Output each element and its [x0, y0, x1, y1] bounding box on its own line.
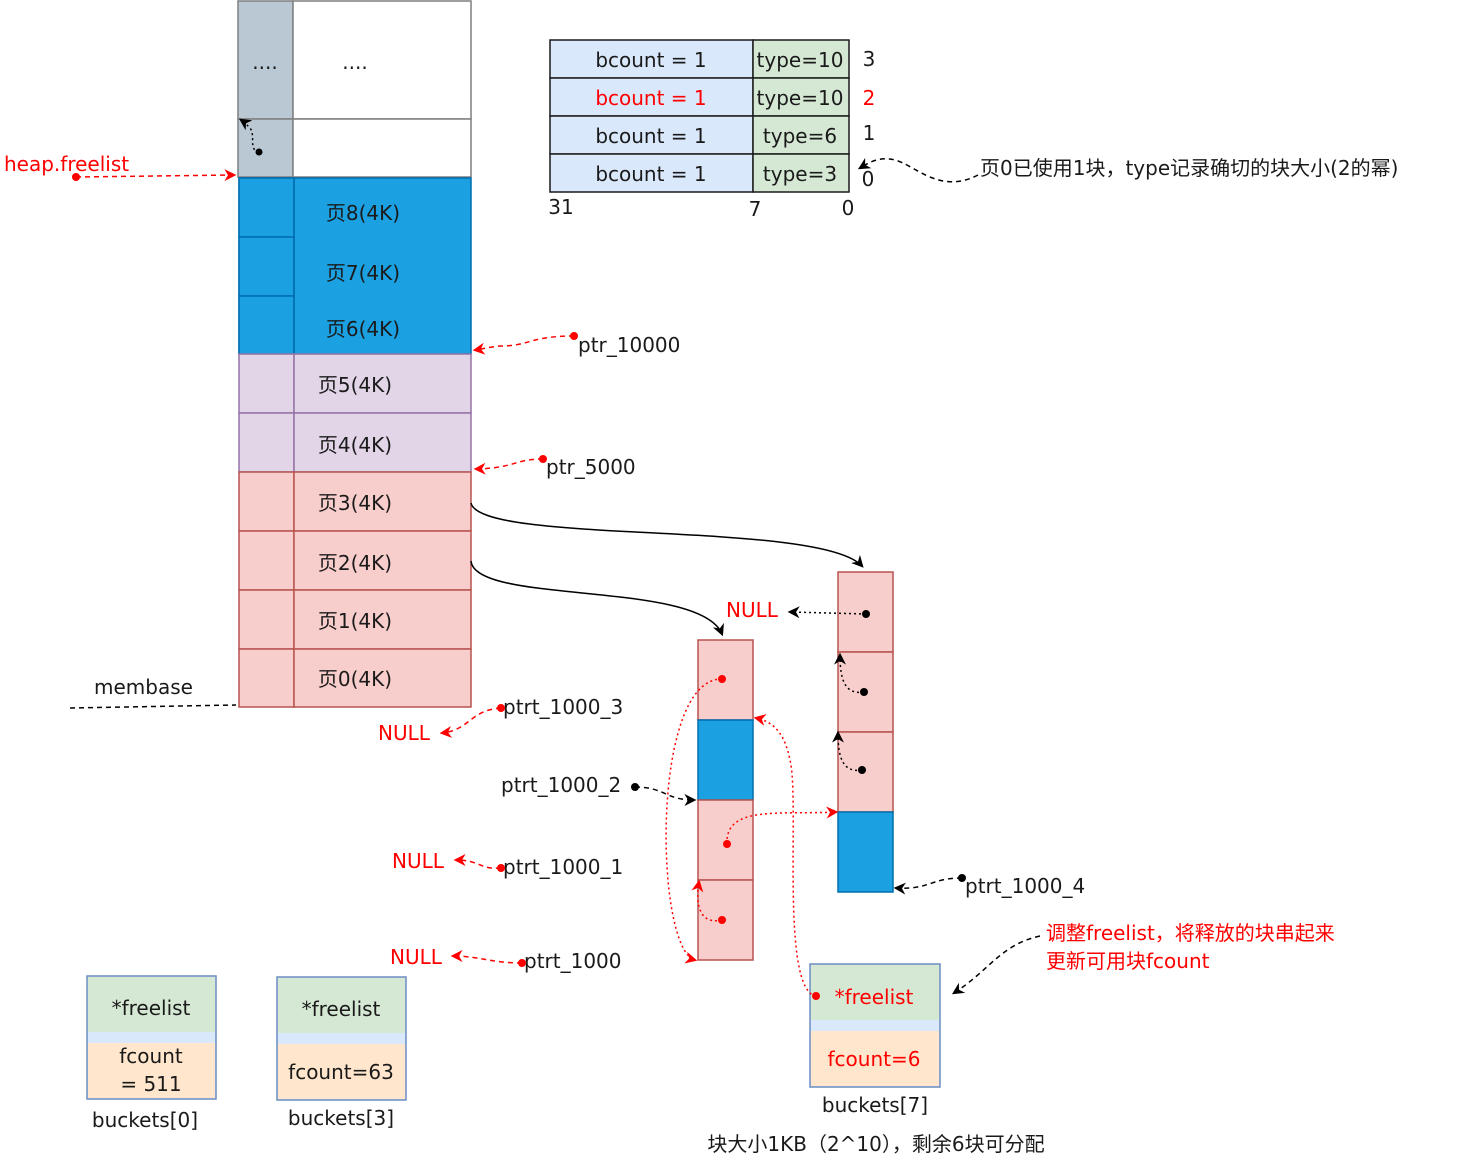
heap-header-cell [237, 0, 294, 120]
reg-row-2-bcount: bcount = 1 [595, 86, 706, 110]
page-1-cell [238, 589, 295, 650]
bucket-3-fcount: fcount=63 [288, 1060, 394, 1084]
reg-row-3-bcount: bcount = 1 [595, 48, 706, 72]
register-note: 页0已使用1块，type记录确切的块大小(2的幂) [980, 156, 1398, 180]
reg-row-0-index: 0 [862, 167, 875, 191]
caption: 块大小1KB（2^10），剩余6块可分配 [707, 1132, 1044, 1156]
reg-row-2-bcount-cell [549, 77, 754, 117]
page-2-cell [238, 530, 295, 591]
page-3-label: 页3(4K) [318, 491, 392, 515]
page3-block-column [837, 571, 894, 893]
page-4-label: 页4(4K) [318, 433, 392, 457]
reg-row-3-index: 3 [863, 47, 876, 71]
freelist-note-line2: 更新可用块fcount [1046, 949, 1210, 973]
bucket-7-label: buckets[7] [822, 1093, 928, 1117]
bucket-0: *freelist fcount = 511 buckets[0] [86, 975, 217, 1132]
page-0-label: 页0(4K) [318, 667, 392, 691]
membase-line [69, 704, 237, 709]
page-5-label: 页5(4K) [318, 373, 392, 397]
bucket-0-fcount-line2: = 511 [120, 1072, 181, 1096]
reg-row-0-type: type=3 [763, 162, 837, 186]
null-label-1000: NULL [390, 945, 443, 969]
reg-row-3-type-cell [752, 39, 850, 79]
membase-label: membase [94, 675, 193, 699]
reg-row-0-bcount: bcount = 1 [595, 162, 706, 186]
page-4-cell [238, 412, 295, 473]
reg-row-0-bcount-cell [549, 153, 754, 193]
bucket-7-freelist: *freelist [835, 985, 914, 1009]
null-label-1000-3: NULL [378, 721, 431, 745]
heap-freelist-label: heap.freelist [4, 152, 129, 176]
page-6-label: 页6(4K) [326, 317, 400, 341]
heap-top-left-text: .... [252, 50, 277, 74]
heap-header-body [292, 0, 472, 120]
bucket-7-fcount: fcount=6 [828, 1047, 921, 1071]
reg-row-2-type: type=10 [757, 86, 844, 110]
page-8-label: 页8(4K) [326, 201, 400, 225]
bit-label-0: 0 [842, 196, 855, 220]
page-register-table: bcount = 1 type=10 3 bcount = 1 type=10 … [548, 39, 876, 221]
freelist-note-line1: 调整freelist，将释放的块串起来 [1046, 921, 1335, 945]
reg-row-1-bcount-cell [549, 115, 754, 155]
page-4 [293, 412, 472, 473]
heap-freelist-body [292, 118, 472, 178]
p3-block-3 [837, 811, 894, 893]
bucket-3: *freelist fcount=63 buckets[3] [276, 976, 407, 1130]
ptrt-1000-4-label: ptrt_1000_4 [965, 874, 1085, 898]
bit-label-7: 7 [749, 197, 762, 221]
bucket-7: *freelist fcount=6 buckets[7] [809, 963, 941, 1117]
bit-label-31: 31 [548, 195, 573, 219]
p2-block-2 [697, 799, 754, 881]
null-label-1000-1: NULL [392, 849, 445, 873]
reg-row-2-index: 2 [863, 86, 876, 110]
heap-top-right-text: .... [342, 50, 367, 74]
page-0 [293, 648, 472, 708]
bucket-0-freelist: *freelist [112, 996, 191, 1020]
page-7-label: 页7(4K) [326, 261, 400, 285]
heap-column: .... .... 页8(4K) 页7(4K) 页6(4K) 页5(4K) 页4… [237, 0, 472, 708]
bucket-3-freelist: *freelist [302, 997, 381, 1021]
page-7-cell [238, 236, 295, 297]
ptr-5000-label: ptr_5000 [546, 455, 636, 479]
ptrt-1000-1-label: ptrt_1000_1 [503, 855, 623, 879]
page-1 [293, 589, 472, 650]
reg-row-1-index: 1 [863, 121, 876, 145]
heap-freelist-cell [237, 118, 294, 178]
bucket-0-label: buckets[0] [92, 1108, 198, 1132]
p3-block-2 [837, 731, 894, 813]
ptrt-1000-3-label: ptrt_1000_3 [503, 695, 623, 719]
page-3-cell [238, 471, 295, 532]
bucket-3-label: buckets[3] [288, 1106, 394, 1130]
reg-row-1-type: type=6 [763, 124, 837, 148]
reg-row-1-bcount: bcount = 1 [595, 124, 706, 148]
reg-row-0-type-cell [752, 153, 850, 193]
page-2 [293, 530, 472, 591]
reg-row-3-bcount-cell [549, 39, 754, 79]
ptrt-1000-2-label: ptrt_1000_2 [501, 773, 621, 797]
ptrt-1000-label: ptrt_1000 [524, 949, 622, 973]
p2-block-1 [697, 719, 754, 801]
page-6-cell [238, 295, 295, 355]
ptr-10000-label: ptr_10000 [578, 333, 680, 357]
page-3 [293, 471, 472, 532]
reg-row-3-type: type=10 [757, 48, 844, 72]
page-1-label: 页1(4K) [318, 609, 392, 633]
page-5-cell [238, 353, 295, 414]
null-label-top: NULL [726, 598, 779, 622]
bucket-0-fcount-line1: fcount [119, 1044, 183, 1068]
page2-block-column [697, 639, 754, 961]
page-0-cell [238, 648, 295, 708]
page-8-cell [238, 177, 295, 238]
page-2-label: 页2(4K) [318, 551, 392, 575]
